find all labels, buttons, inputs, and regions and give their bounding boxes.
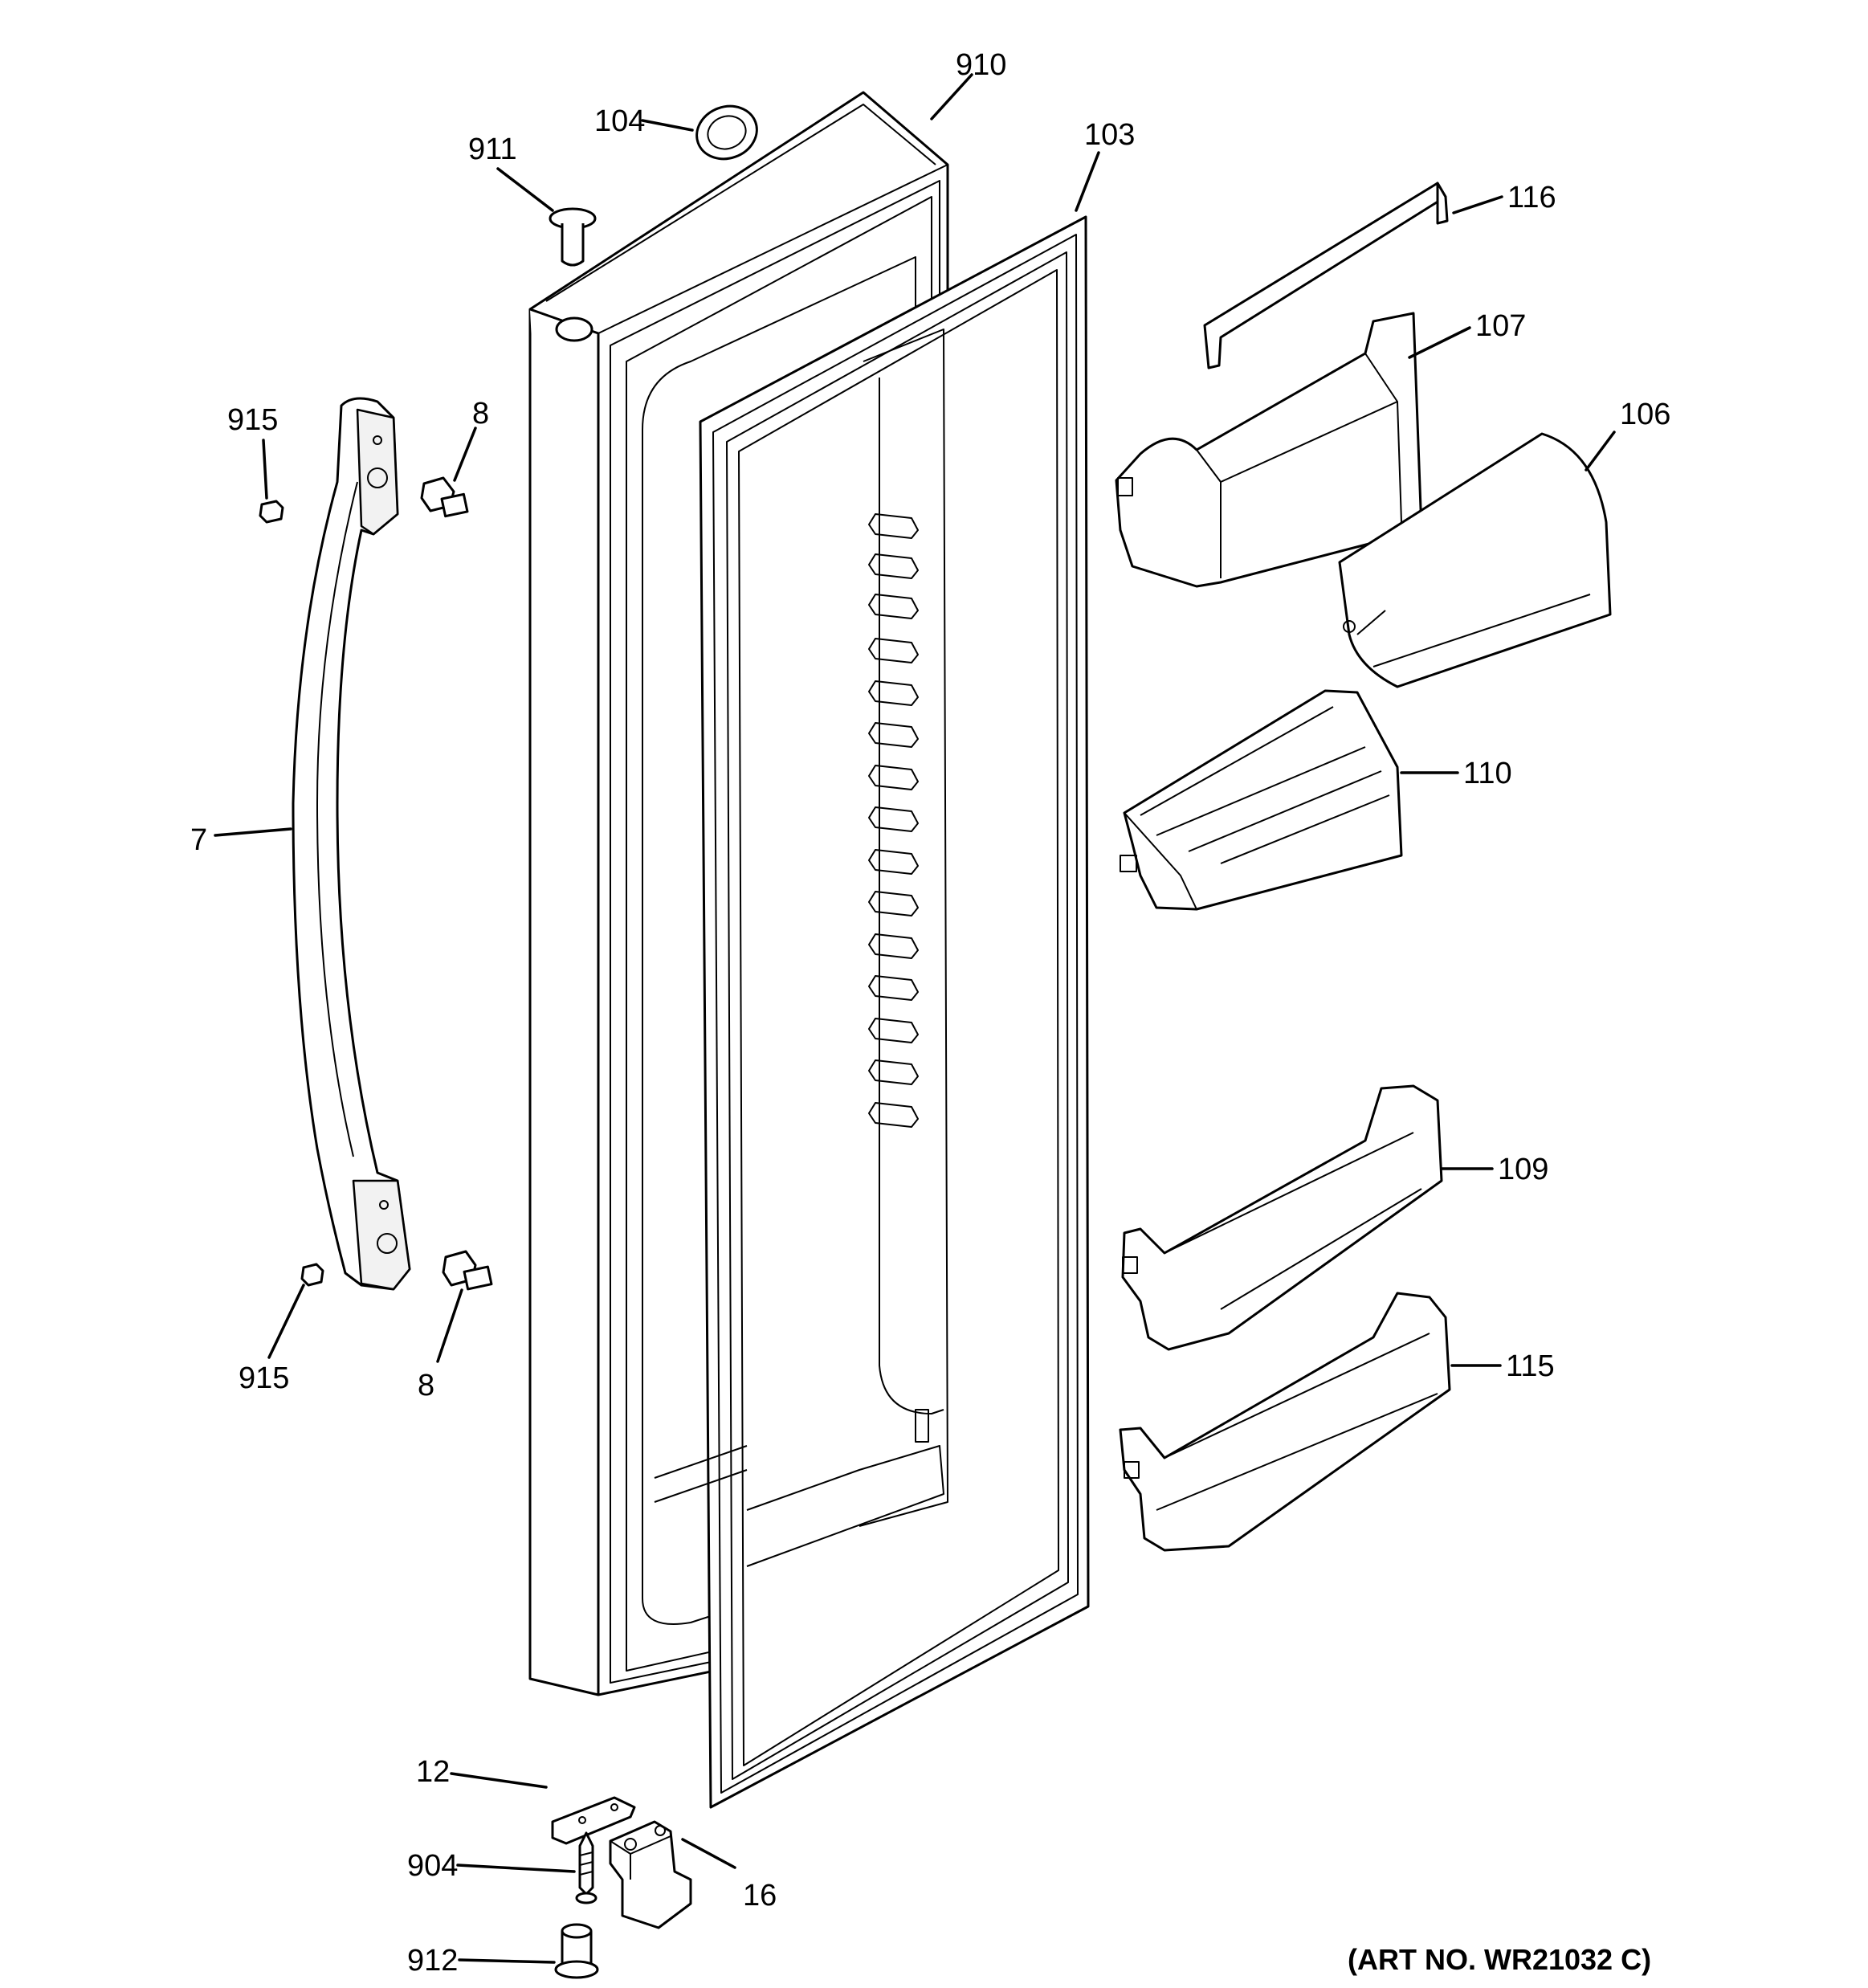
set-screw-bottom	[300, 1263, 324, 1287]
set-screw-top	[259, 500, 284, 524]
shelf-clip-ladder	[868, 513, 919, 1128]
bin-trim-bar	[1203, 182, 1449, 369]
door-bin-lower	[1119, 1292, 1451, 1552]
leader-lines	[214, 73, 1616, 1964]
egg-bin	[1120, 689, 1403, 911]
hinge-screw	[575, 1831, 598, 1904]
callout-labels: 910 104 911 103 116 107 106 915 8 7 110 …	[190, 48, 1670, 1978]
callout-106: 106	[1620, 398, 1670, 431]
callout-116: 116	[1507, 181, 1556, 214]
callout-8-top: 8	[472, 397, 489, 431]
callout-7: 7	[190, 823, 207, 857]
callout-16: 16	[743, 1879, 777, 1912]
dairy-door	[1338, 432, 1612, 688]
callout-8-bottom: 8	[418, 1369, 434, 1402]
door-bin-upper	[1115, 312, 1423, 588]
callout-103: 103	[1084, 118, 1135, 152]
callout-104: 104	[594, 104, 645, 138]
hinge-plug-top	[549, 207, 597, 267]
door-inner-liner	[654, 329, 948, 1567]
callout-107: 107	[1475, 309, 1526, 343]
callout-110: 110	[1463, 757, 1512, 790]
door-gasket	[699, 215, 1090, 1809]
door-bin-middle	[1121, 1084, 1443, 1351]
callout-911: 911	[468, 133, 517, 166]
mounting-stud-bottom	[442, 1250, 493, 1291]
callout-912: 912	[407, 1944, 458, 1978]
callout-115: 115	[1506, 1349, 1555, 1383]
hinge-plug-bottom	[554, 1923, 599, 1979]
callout-109: 109	[1498, 1153, 1548, 1186]
art-number: (ART NO. WR21032 C)	[1348, 1943, 1651, 1976]
mounting-stud-top	[420, 476, 469, 518]
callout-12: 12	[416, 1755, 450, 1789]
callout-904: 904	[407, 1849, 458, 1883]
callout-915-bottom: 915	[239, 1361, 289, 1395]
lower-hinge	[609, 1820, 692, 1929]
hinge-bracket	[551, 1796, 636, 1845]
door-handle	[292, 397, 411, 1291]
callout-910: 910	[956, 48, 1006, 82]
hinge-cover-ring	[695, 104, 758, 161]
callout-915-top: 915	[227, 403, 278, 437]
